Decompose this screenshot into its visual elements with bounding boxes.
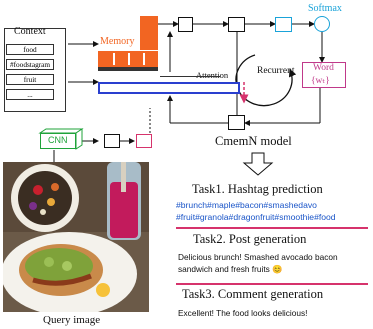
cnn-label: CNN — [48, 135, 68, 145]
context-item: food — [6, 44, 54, 55]
word-box — [302, 62, 346, 88]
task2-line2: sandwich and fresh fruits 😊 — [178, 264, 283, 274]
model-label: CmemN model — [215, 134, 292, 148]
attention-label: Attention — [196, 70, 229, 80]
decoder-box — [228, 115, 245, 130]
memory-slot — [140, 16, 158, 50]
attention-box — [98, 82, 240, 94]
softmax-label: Softmax — [308, 3, 342, 14]
memory-dark-line — [98, 67, 158, 71]
context-inner-box — [4, 40, 66, 112]
cnn-box — [40, 133, 76, 149]
task1-hashtags-line1: #brunch#maple#bacon#smashedavo — [176, 200, 317, 210]
task3-title: Task3. Comment generation — [182, 287, 324, 301]
word-box-line1: Word — [313, 63, 334, 73]
task-divider — [176, 227, 368, 229]
attention-line — [160, 76, 220, 77]
task-divider — [176, 283, 368, 285]
image-feature-box — [136, 134, 152, 148]
task3-line1: Excellent! The food looks delicious! — [178, 308, 308, 318]
food-photo — [3, 162, 149, 312]
cnn-side-face — [75, 128, 83, 150]
task2-line1: Delicious brunch! Smashed avocado bacon — [178, 252, 338, 262]
output-box — [275, 17, 292, 32]
word-box-line2: {wₜ} — [311, 76, 330, 86]
task2-title: Task2. Post generation — [193, 232, 307, 246]
task1-title: Task1. Hashtag prediction — [192, 182, 323, 196]
softmax-node — [314, 16, 330, 32]
context-item: fruit — [6, 74, 54, 85]
query-image — [3, 162, 149, 312]
down-arrow-icon — [242, 152, 274, 176]
context-item: #foodstagram — [6, 59, 54, 70]
recurrent-label: Recurrent — [257, 66, 295, 76]
recurrent-loop — [235, 54, 297, 107]
context-title: Context — [14, 26, 46, 37]
task1-hashtags-line2: #fruit#granola#dragonfruit#smoothie#food — [176, 212, 336, 222]
hidden-box — [178, 17, 193, 32]
hidden-box — [228, 17, 245, 32]
memory-label: Memory — [100, 36, 135, 47]
context-item: ... — [6, 89, 54, 100]
cnn-out-box — [104, 134, 120, 148]
memory-bar — [98, 51, 158, 67]
query-label: Query image — [43, 314, 101, 326]
